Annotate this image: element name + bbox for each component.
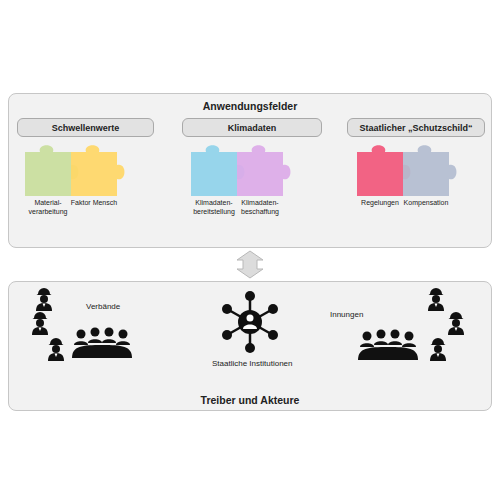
panel-title: Treiber und Akteure	[9, 394, 491, 406]
double-arrow	[237, 251, 263, 278]
piece-label: Klimadaten- beschaffung	[233, 199, 287, 216]
puzzle-shape	[399, 138, 461, 198]
piece-label: Klimadaten- bereitstellung	[187, 199, 241, 216]
piece-label: Regelungen	[353, 199, 407, 208]
group-panel: AnwendungsfelderSchwellenwerteKlimadaten…	[8, 93, 492, 248]
group-panel: Treiber und Akteure	[8, 281, 492, 411]
piece-label: Material- verarbeitung	[21, 199, 75, 216]
category-title: Klimadaten	[228, 123, 277, 133]
piece-label: Kompensation	[399, 199, 453, 208]
puzzle-piece: Kompensation	[399, 138, 461, 208]
actor-label: Innungen	[330, 310, 363, 319]
category-bar: Schwellenwerte	[17, 118, 154, 137]
puzzle-piece: Faktor Mensch	[67, 138, 129, 208]
category-bar: Staatlicher „Schutzschild“	[347, 118, 485, 137]
puzzle-piece: Klimadaten- beschaffung	[233, 138, 295, 216]
category-title: Staatlicher „Schutzschild“	[359, 123, 472, 133]
panel-title: Anwendungsfelder	[9, 100, 491, 112]
actor-label: Verbände	[86, 302, 120, 311]
actor-label: Staatliche Institutionen	[212, 359, 293, 368]
puzzle-shape	[233, 138, 295, 198]
category-title: Schwellenwerte	[52, 123, 120, 133]
piece-label: Faktor Mensch	[67, 199, 121, 208]
puzzle-shape	[67, 138, 129, 198]
category-bar: Klimadaten	[182, 118, 322, 137]
